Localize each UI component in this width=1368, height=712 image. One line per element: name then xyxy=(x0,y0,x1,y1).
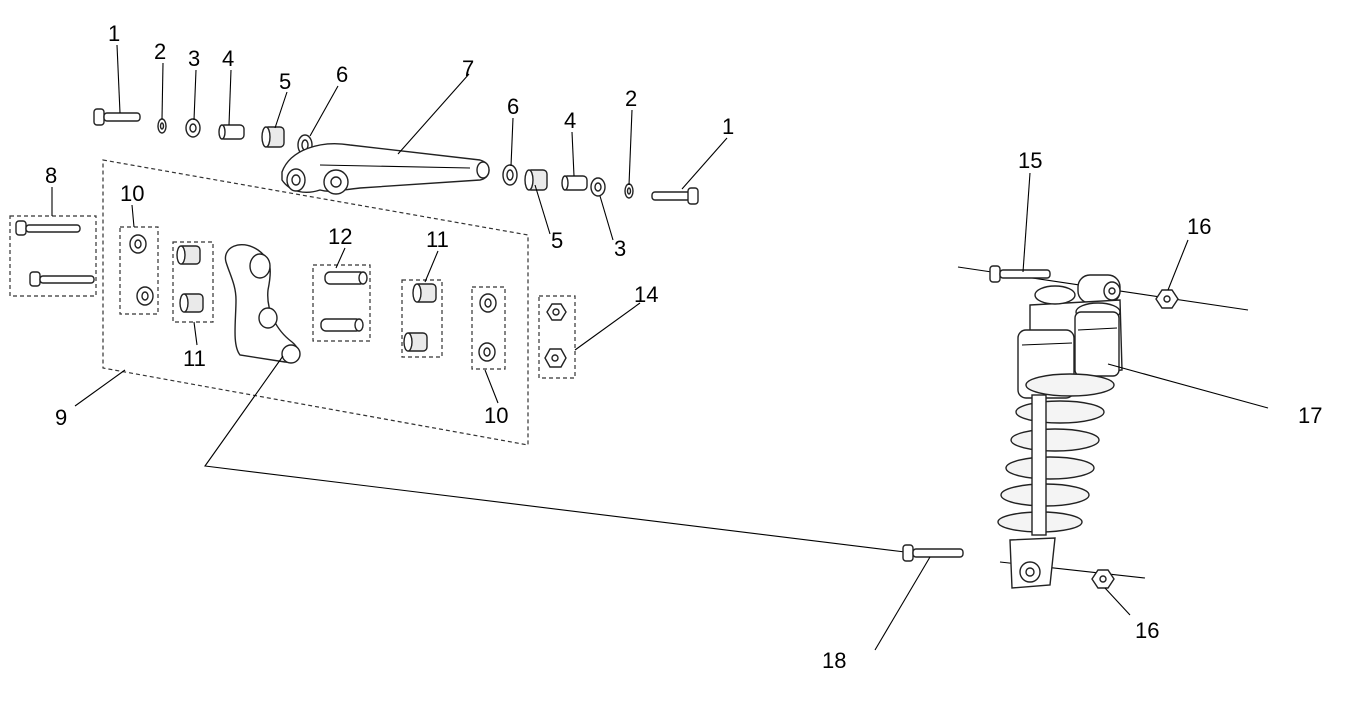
bearing-pair-11-right xyxy=(401,279,443,358)
callout-17: 17 xyxy=(1298,403,1322,428)
bolt-15 xyxy=(989,265,1051,283)
callout-labels: 1 2 3 4 5 6 7 6 4 2 1 5 3 8 10 12 11 14 … xyxy=(45,21,1322,673)
callout-16: 16 xyxy=(1135,618,1159,643)
bushing-4-right xyxy=(561,175,588,191)
washer-2-right xyxy=(624,183,634,199)
pin-pair-12 xyxy=(312,264,371,342)
bolt-group-8 xyxy=(9,215,97,297)
callout-16: 16 xyxy=(1187,214,1211,239)
callout-7: 7 xyxy=(462,56,474,81)
washer-2-left xyxy=(157,118,167,134)
callout-10: 10 xyxy=(120,181,144,206)
callout-8: 8 xyxy=(45,163,57,188)
callout-15: 15 xyxy=(1018,148,1042,173)
kit-outline-9 xyxy=(102,159,529,446)
callout-18: 18 xyxy=(822,648,846,673)
callout-2: 2 xyxy=(625,86,637,111)
bearing-pair-11-left xyxy=(172,241,214,323)
assembly-line-18 xyxy=(204,355,906,553)
linkage-plate xyxy=(224,244,301,364)
callout-1: 1 xyxy=(722,114,734,139)
callout-5: 5 xyxy=(551,228,563,253)
callout-5: 5 xyxy=(279,69,291,94)
callout-4: 4 xyxy=(564,108,576,133)
nut-16-bottom xyxy=(1091,569,1115,589)
bolt-1-right xyxy=(651,187,699,205)
callout-11: 11 xyxy=(426,227,449,252)
leader-lines xyxy=(51,44,1269,651)
callout-12: 12 xyxy=(328,224,352,249)
seal-6-right xyxy=(502,164,518,186)
callout-3: 3 xyxy=(188,46,200,71)
callout-6: 6 xyxy=(336,62,348,87)
callout-4: 4 xyxy=(222,46,234,71)
callout-6: 6 xyxy=(507,94,519,119)
nut-16-top xyxy=(1155,289,1179,309)
bearing-5-right xyxy=(524,169,548,191)
washer-pair-10-left xyxy=(119,226,159,315)
rocker-arm-7 xyxy=(281,143,490,195)
washer-pair-10-right xyxy=(471,286,506,370)
washer-3-right xyxy=(590,177,606,197)
bushing-4-left xyxy=(218,124,245,140)
nut-pair-14 xyxy=(538,295,576,379)
callout-11: 11 xyxy=(183,346,206,371)
bolt-18 xyxy=(902,544,964,562)
callout-14: 14 xyxy=(634,282,658,307)
bolt-1-left xyxy=(93,108,141,126)
shock-absorber-17 xyxy=(957,266,1249,589)
callout-10: 10 xyxy=(484,403,508,428)
bearing-5-left xyxy=(261,126,285,148)
callout-1: 1 xyxy=(108,21,120,46)
washer-3-left xyxy=(185,118,201,138)
callout-9: 9 xyxy=(55,405,67,430)
callout-2: 2 xyxy=(154,39,166,64)
callout-3: 3 xyxy=(614,236,626,261)
